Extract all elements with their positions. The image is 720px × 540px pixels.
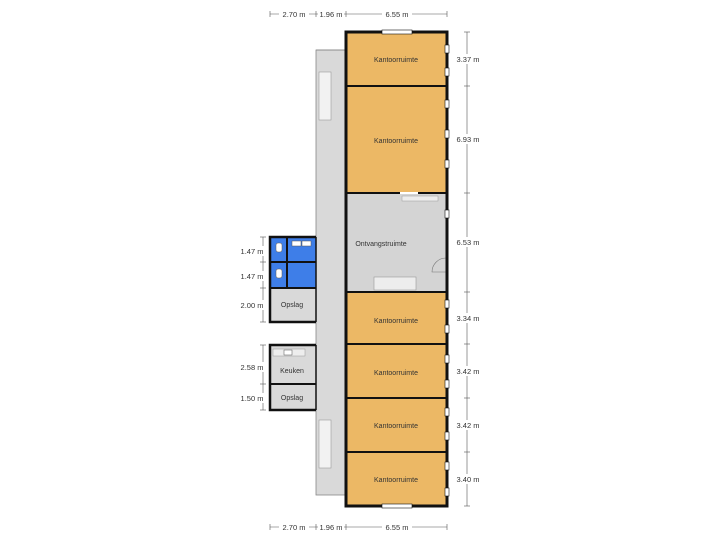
dim-left-5: 1.50 m: [241, 394, 264, 403]
dim-right-1: 3.37 m: [457, 55, 480, 64]
dimension-left: [260, 236, 266, 411]
reception-cabinet: [401, 195, 439, 202]
storage-2-label: Opslag: [281, 395, 303, 402]
office-4-label: Kantoorruimte: [374, 370, 418, 377]
office-2-label: Kantoorruimte: [374, 138, 418, 145]
dim-right-6: 3.42 m: [457, 421, 480, 430]
toilet-icon: [275, 268, 283, 279]
office-5-label: Kantoorruimte: [374, 423, 418, 430]
dim-right-5: 3.42 m: [457, 367, 480, 376]
office-2-room: [347, 87, 446, 192]
office-1-label: Kantoorruimte: [374, 57, 418, 64]
reception-room: [347, 194, 446, 291]
dim-right-7: 3.40 m: [457, 475, 480, 484]
office-4-room: [347, 345, 446, 397]
reception-label: Ontvangstruimte: [355, 241, 406, 248]
dim-left-4: 2.58 m: [241, 363, 264, 372]
kitchen-sink-icon: [283, 349, 293, 356]
office-6-room: [347, 453, 446, 505]
storage-1-room: [271, 289, 316, 321]
office-3-room: [347, 293, 446, 343]
office-3-label: Kantoorruimte: [374, 318, 418, 325]
corridor-strip-bottom: [318, 419, 332, 469]
sink-icon: [291, 240, 302, 247]
dim-bottom-3: 6.55 m: [386, 523, 409, 532]
dimension-right: [464, 31, 470, 507]
dim-right-4: 3.34 m: [457, 314, 480, 323]
windows: [381, 29, 450, 509]
dim-right-2: 6.93 m: [457, 135, 480, 144]
reception-counter: [373, 276, 417, 291]
dim-right-3: 6.53 m: [457, 238, 480, 247]
office-5-room: [347, 399, 446, 451]
dim-left-1: 1.47 m: [241, 247, 264, 256]
dim-bottom-1: 2.70 m: [283, 523, 306, 532]
dim-left-3: 2.00 m: [241, 301, 264, 310]
dim-top-2: 1.96 m: [320, 10, 343, 19]
reception-door-swing: [431, 257, 447, 273]
toilet-icon: [275, 242, 283, 253]
storage-2-room: [271, 385, 316, 409]
corridor-strip-top: [318, 71, 332, 121]
dim-top-1: 2.70 m: [283, 10, 306, 19]
office-1-room: [347, 33, 446, 85]
kitchen-label: Keuken: [280, 368, 304, 375]
office-6-label: Kantoorruimte: [374, 477, 418, 484]
dim-bottom-2: 1.96 m: [320, 523, 343, 532]
storage-1-label: Opslag: [281, 302, 303, 309]
walls: [268, 30, 449, 508]
dim-top-3: 6.55 m: [386, 10, 409, 19]
sink-icon: [301, 240, 312, 247]
dim-left-2: 1.47 m: [241, 272, 264, 281]
